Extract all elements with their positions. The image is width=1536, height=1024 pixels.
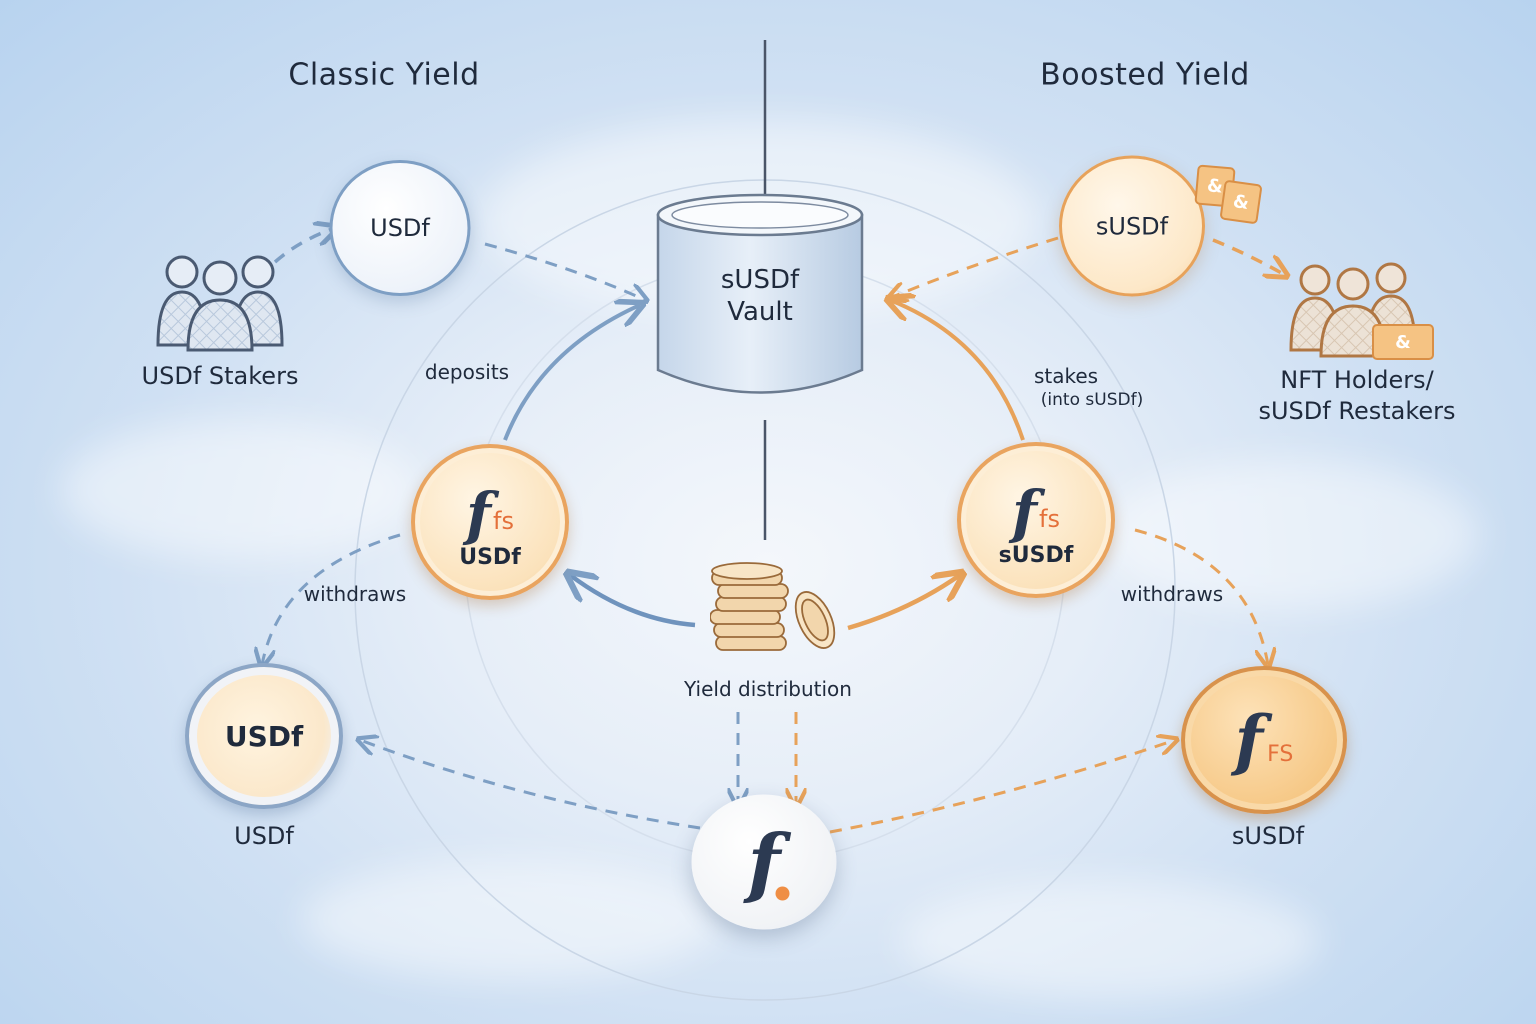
arrow-yield-to-usdf — [570, 575, 696, 628]
withdraws-left-label: withdraws — [303, 582, 407, 606]
arrow-stakers-to-usdf — [273, 228, 335, 264]
nft-card-icon: & — [1219, 179, 1263, 225]
arrow-logo-to-susdf — [829, 740, 1175, 834]
orange-dot-icon — [775, 886, 790, 901]
cloud — [900, 880, 1320, 1000]
vault-subtitle: Vault — [727, 297, 793, 327]
nft-card-icon: & — [1372, 324, 1434, 360]
usdf-coin-label: USDf — [459, 544, 521, 570]
deposits-label: deposits — [424, 360, 510, 384]
usdf-coin[interactable]: f fs USDf — [411, 444, 569, 600]
cloud — [300, 860, 720, 980]
stakes-label: stakes — [1033, 364, 1099, 388]
arrow-withdraws-left — [262, 533, 401, 665]
nft-holders-group[interactable] — [1285, 262, 1425, 366]
arrow-yield-to-susdf — [847, 575, 960, 631]
usdf-token-label: USDf — [370, 214, 430, 242]
withdraws-right-label: withdraws — [1120, 582, 1224, 606]
falcon-f-icon: f — [1012, 477, 1037, 546]
usdf-stakers-label: USDf Stakers — [141, 362, 299, 390]
susdf-coin[interactable]: f fs sUSDf — [957, 442, 1115, 598]
falcon-logo-node[interactable]: f — [691, 794, 837, 930]
susdf-output-caption: sUSDf — [1231, 822, 1305, 850]
usdf-output-caption: USDf — [234, 822, 294, 850]
fs-mark: fs — [493, 506, 514, 535]
stakes-sublabel: (into sUSDf) — [1040, 390, 1144, 410]
fs-mark: fs — [1039, 504, 1060, 533]
nft-holders-label-line1: NFT Holders/ — [1280, 366, 1434, 394]
nft-badge-glyph: & — [1395, 331, 1411, 353]
falcon-f-icon: f — [1234, 701, 1264, 779]
susdf-token-node[interactable]: sUSDf — [1059, 155, 1205, 297]
coin-stack-icon — [709, 562, 836, 651]
susdf-vault[interactable]: sUSDf Vault — [655, 190, 865, 400]
nft-badge-glyph: & — [1231, 190, 1251, 214]
boosted-yield-title: Boosted Yield — [1040, 57, 1250, 93]
arrow-susdf-to-nft — [1212, 238, 1285, 275]
arrow-logo-to-usdf — [360, 740, 701, 830]
database-cylinder-icon — [656, 193, 864, 394]
arrow-susdf-to-vault — [890, 236, 1059, 298]
fs-mark: FS — [1267, 742, 1294, 767]
susdf-token-label: sUSDf — [1095, 212, 1169, 240]
susdf-coin-label: sUSDf — [998, 542, 1074, 568]
nft-holders-label-line2: sUSDf Restakers — [1258, 397, 1456, 425]
falcon-logo-icon: f — [747, 817, 781, 906]
arrow-usdf-to-vault — [484, 242, 645, 300]
usdf-stakers-group[interactable] — [150, 250, 290, 359]
yield-distribution-label: Yield distribution — [684, 677, 852, 701]
susdf-output-coin[interactable]: f FS — [1181, 666, 1347, 814]
arrow-deposits — [503, 305, 640, 441]
usdf-token-node[interactable]: USDf — [329, 160, 471, 296]
cloud — [1100, 460, 1480, 610]
yield-distribution-node[interactable] — [709, 560, 840, 660]
users-group-icon — [156, 255, 284, 352]
falcon-f-icon: f — [466, 479, 491, 548]
arrow-stakes — [890, 300, 1025, 441]
usdf-output-coin[interactable]: USDf — [185, 663, 343, 809]
classic-yield-title: Classic Yield — [288, 57, 480, 93]
arrow-withdraws-right — [1134, 528, 1268, 665]
usdf-output-inner-label: USDf — [224, 719, 304, 753]
vault-title: sUSDf — [720, 265, 800, 295]
cloud — [60, 420, 420, 560]
users-group-nft-icon — [1289, 262, 1417, 358]
nft-badge-glyph: & — [1206, 174, 1224, 198]
